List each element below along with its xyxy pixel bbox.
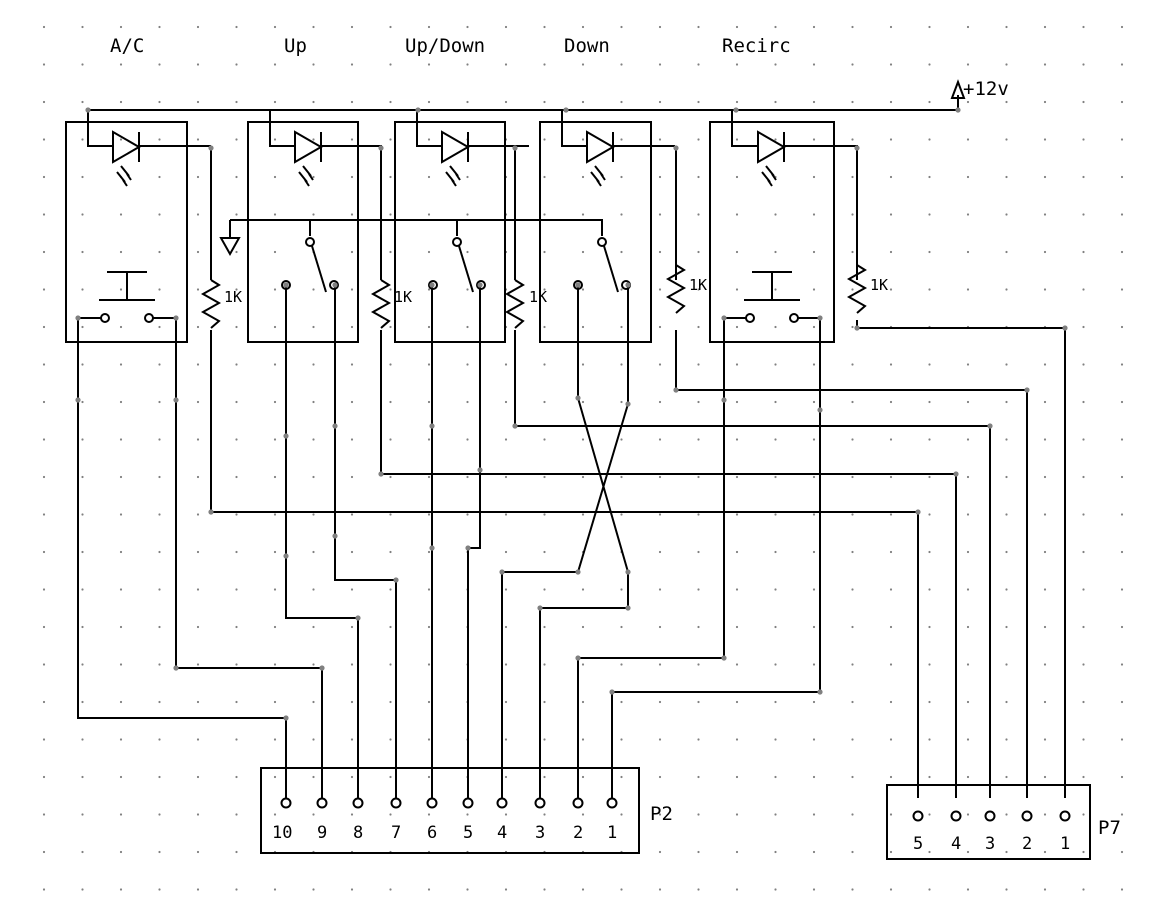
- wire-up-res: [380, 330, 957, 798]
- switch-module-up: [247, 110, 382, 343]
- p7-pin-label: 1: [1060, 834, 1070, 854]
- switch-module-down: [539, 110, 675, 343]
- p2-pin-9: 9: [316, 797, 328, 843]
- supply-arrow: [950, 79, 966, 99]
- grid-dots: [42, 25, 1124, 891]
- res-label-5: 1K: [870, 276, 888, 294]
- led-icon: [441, 130, 471, 164]
- p2-pin-6: 6: [426, 797, 438, 843]
- p7-pin-2: 2: [1021, 810, 1033, 854]
- wire-down-b: [501, 285, 629, 798]
- switch-module-updown: [394, 110, 529, 343]
- label-down: Down: [564, 35, 610, 57]
- p2-pin-label: 4: [497, 823, 507, 843]
- res-label-3: 1K: [529, 288, 547, 306]
- led-icon: [294, 130, 324, 164]
- p2-pin-label: 10: [272, 823, 292, 843]
- wiring: [88, 79, 966, 257]
- label-updown: Up/Down: [405, 35, 485, 57]
- resistor-2: [370, 279, 392, 329]
- label-ac: A/C: [110, 35, 144, 57]
- p7-pin-1: 1: [1059, 810, 1071, 854]
- p7-pin-label: 2: [1022, 834, 1032, 854]
- connector-p2-pins: 10 9 8 7 6 5 4 3 2 1: [272, 797, 618, 843]
- label-up: Up: [284, 35, 307, 57]
- label-recirc: Recirc: [722, 35, 791, 57]
- ground-symbol: [219, 237, 241, 257]
- p7-pin-label: 5: [913, 834, 923, 854]
- wire-recirc-right: [611, 318, 821, 798]
- p7-pin-4: 4: [950, 810, 962, 854]
- wire-ac-left: [77, 318, 287, 798]
- wire-down-res: [675, 330, 1028, 798]
- led-icon: [586, 130, 616, 164]
- switch-module-recirc: [709, 110, 858, 343]
- p2-pin-3: 3: [534, 797, 546, 843]
- connector-p7-label: P7: [1098, 817, 1121, 839]
- p7-pin-label: 3: [985, 834, 995, 854]
- res-label-1: 1K: [224, 288, 242, 306]
- p2-pin-4: 4: [496, 797, 508, 843]
- wire-recirc-left: [577, 318, 725, 798]
- p2-pin-2: 2: [572, 797, 584, 843]
- resistor-5: [846, 264, 868, 314]
- wire-up-b: [334, 285, 397, 798]
- wire-updown-res: [514, 330, 991, 798]
- p2-pin-label: 8: [353, 823, 363, 843]
- switch-module-ac: [65, 110, 211, 343]
- p2-pin-label: 6: [427, 823, 437, 843]
- switch-labels: A/C Up Up/Down Down Recirc: [110, 35, 791, 57]
- resistors: [200, 264, 868, 329]
- connector-p7: [886, 784, 1091, 860]
- wire-ac-res: [210, 330, 919, 798]
- wire-ac-right: [175, 318, 323, 798]
- connector-p2: [260, 767, 640, 854]
- wire-up-a: [285, 285, 359, 798]
- p2-pin-10: 10: [272, 797, 292, 843]
- connector-p2-label: P2: [650, 803, 673, 825]
- switch-modules: [65, 110, 858, 343]
- resistor-1: [200, 279, 222, 329]
- p7-pin-3: 3: [984, 810, 996, 854]
- p2-pin-1: 1: [606, 797, 618, 843]
- wire-down-a: [539, 285, 629, 798]
- led-icon: [757, 130, 787, 164]
- resistor-labels: 1K 1K 1K 1K 1K: [224, 276, 888, 306]
- wire-updown-b: [467, 285, 481, 798]
- supply-rail: [88, 95, 959, 111]
- resistor-3: [504, 279, 526, 329]
- wire-recirc-res: [856, 320, 1066, 798]
- p2-pin-label: 3: [535, 823, 545, 843]
- p2-pin-label: 5: [463, 823, 473, 843]
- p2-pin-label: 9: [317, 823, 327, 843]
- led-icon: [112, 130, 142, 164]
- res-label-2: 1K: [394, 288, 412, 306]
- p2-pin-label: 2: [573, 823, 583, 843]
- p2-pin-label: 7: [391, 823, 401, 843]
- resistor-4: [665, 264, 687, 314]
- p7-pin-label: 4: [951, 834, 961, 854]
- junction-dots: [75, 107, 1068, 721]
- p2-pin-5: 5: [462, 797, 474, 843]
- p2-pin-label: 1: [607, 823, 617, 843]
- p2-pin-7: 7: [390, 797, 402, 843]
- connector-p7-pins: 5 4 3 2 1: [912, 810, 1071, 854]
- supply-label: +12v: [963, 78, 1009, 100]
- res-label-4: 1K: [689, 276, 707, 294]
- p7-pin-5: 5: [912, 810, 924, 854]
- p2-pin-8: 8: [352, 797, 364, 843]
